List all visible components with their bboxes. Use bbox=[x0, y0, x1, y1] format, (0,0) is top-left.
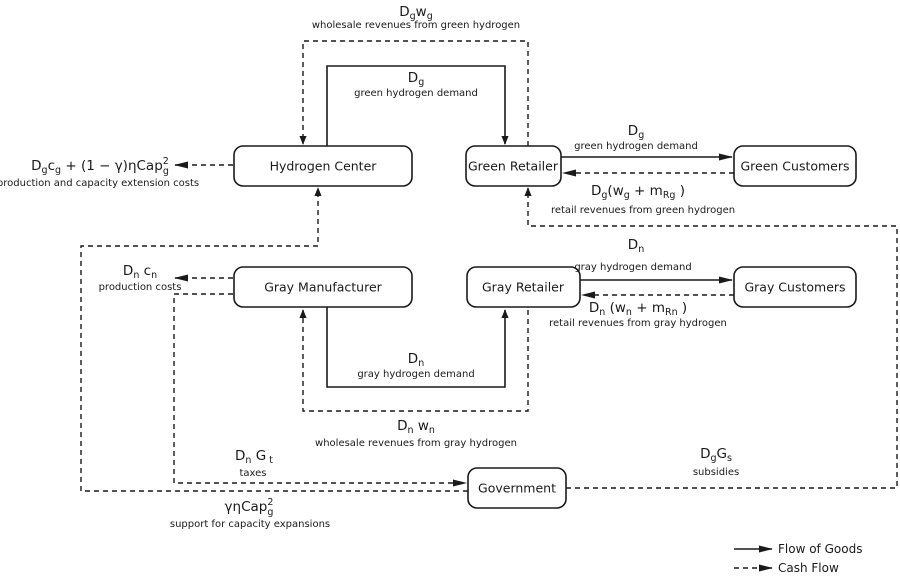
formula-green-demand-center: Dg bbox=[408, 70, 424, 88]
label-green-demand-center: Dg green hydrogen demand bbox=[354, 70, 478, 99]
label-gray-demand-manufacturer: Dn gray hydrogen demand bbox=[357, 351, 474, 380]
node-label: Gray Retailer bbox=[482, 280, 565, 295]
formula-wholesale-green: Dgwg bbox=[399, 4, 433, 22]
node-green-customers[interactable]: Green Customers bbox=[733, 145, 857, 187]
desc-green-costs: production and capacity extension costs bbox=[0, 178, 199, 189]
desc-retail-green: retail revenues from green hydrogen bbox=[551, 205, 735, 216]
desc-capacity-support: support for capacity expansions bbox=[170, 519, 330, 530]
formula-subsidies: DgGs bbox=[700, 446, 732, 464]
cash-flow-capacity-support bbox=[80, 187, 468, 492]
legend-label-cash: Cash Flow bbox=[778, 561, 839, 575]
cash-flow-wholesale-green bbox=[299, 40, 529, 146]
legend-label-goods: Flow of Goods bbox=[778, 542, 862, 556]
desc-green-demand-customers: green hydrogen demand bbox=[574, 141, 698, 152]
cash-flow-subsidies bbox=[524, 187, 898, 489]
label-green-demand-customers: Dg green hydrogen demand bbox=[574, 123, 698, 152]
label-wholesale-gray: Dn wn wholesale revenues from gray hydro… bbox=[315, 418, 517, 449]
desc-subsidies: subsidies bbox=[693, 467, 739, 478]
node-label: Government bbox=[478, 481, 556, 496]
desc-taxes: taxes bbox=[239, 468, 266, 479]
node-gray-retailer[interactable]: Gray Retailer bbox=[466, 266, 581, 308]
desc-retail-gray: retail revenues from gray hydrogen bbox=[549, 318, 727, 329]
formula-gray-costs: Dn cn bbox=[123, 263, 157, 281]
formula-retail-green: Dg(wg + mRg ) bbox=[591, 183, 685, 201]
label-retail-gray: Dn (wn + mRn ) retail revenues from gray… bbox=[549, 300, 727, 329]
cash-flow-taxes bbox=[173, 293, 467, 487]
node-label: Green Retailer bbox=[468, 159, 559, 174]
formula-retail-gray: Dn (wn + mRn ) bbox=[589, 300, 687, 318]
label-taxes: Dn G t taxes bbox=[235, 448, 273, 479]
formula-wholesale-gray: Dn wn bbox=[397, 418, 435, 436]
label-retail-green: Dg(wg + mRg ) retail revenues from green… bbox=[551, 183, 735, 216]
formula-gray-demand-customers: Dn bbox=[628, 237, 644, 255]
node-hydrogen-center[interactable]: Hydrogen Center bbox=[233, 145, 413, 187]
legend-item-cash: Cash Flow bbox=[734, 561, 839, 575]
node-label: Gray Customers bbox=[744, 280, 845, 295]
formula-green-demand-customers: Dg bbox=[628, 123, 644, 141]
goods-flow-manufacturer-to-gray-retailer bbox=[326, 307, 509, 388]
label-gray-demand-customers: Dn gray hydrogen demand bbox=[574, 237, 691, 273]
label-wholesale-green: Dgwg wholesale revenues from green hydro… bbox=[312, 4, 520, 31]
legend-item-goods: Flow of Goods bbox=[734, 542, 862, 556]
legend: Flow of Goods Cash Flow bbox=[734, 542, 862, 575]
desc-gray-costs: production costs bbox=[99, 282, 182, 293]
node-label: Gray Manufacturer bbox=[264, 280, 382, 295]
label-gray-costs: Dn cn production costs bbox=[99, 263, 182, 293]
desc-gray-demand-customers: gray hydrogen demand bbox=[574, 262, 691, 273]
desc-gray-demand-manufacturer: gray hydrogen demand bbox=[357, 369, 474, 380]
node-government[interactable]: Government bbox=[467, 467, 567, 509]
node-gray-manufacturer[interactable]: Gray Manufacturer bbox=[233, 266, 413, 308]
formula-gray-demand-manufacturer: Dn bbox=[408, 351, 424, 369]
node-green-retailer[interactable]: Green Retailer bbox=[465, 145, 562, 187]
formula-taxes: Dn G t bbox=[235, 448, 273, 466]
goods-flow-center-to-green-retailer bbox=[326, 65, 509, 146]
desc-wholesale-gray: wholesale revenues from gray hydrogen bbox=[315, 438, 517, 449]
desc-green-demand-center: green hydrogen demand bbox=[354, 88, 478, 99]
label-subsidies: DgGs subsidies bbox=[693, 446, 739, 478]
node-label: Green Customers bbox=[740, 159, 849, 174]
node-label: Hydrogen Center bbox=[270, 159, 378, 174]
desc-wholesale-green: wholesale revenues from green hydrogen bbox=[312, 20, 520, 31]
node-gray-customers[interactable]: Gray Customers bbox=[733, 266, 857, 308]
